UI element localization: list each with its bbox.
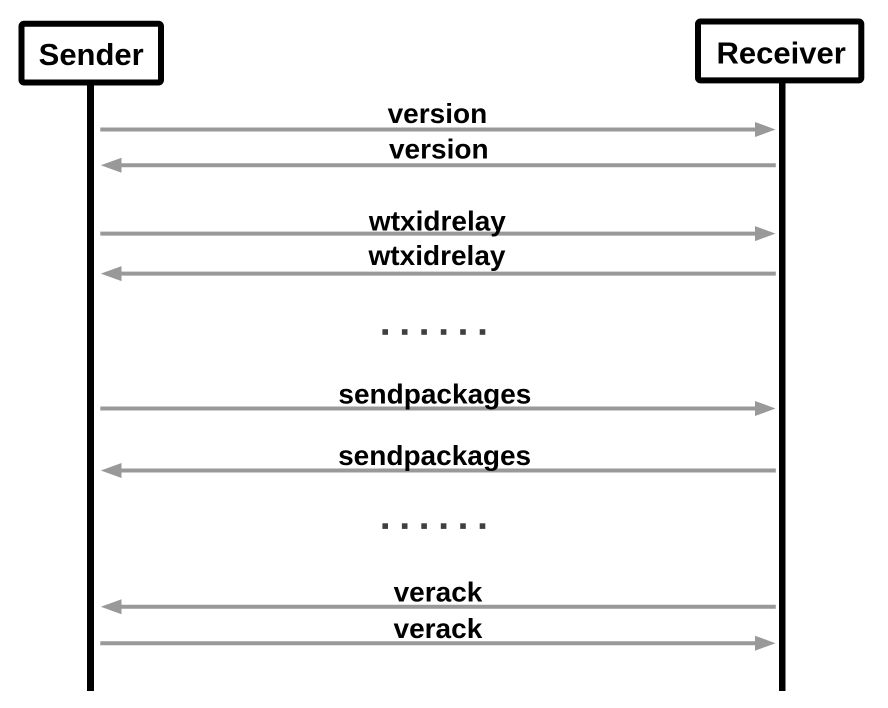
svg-text:version: version (388, 98, 488, 129)
svg-text:verack: verack (394, 577, 483, 608)
svg-text:version: version (389, 134, 489, 165)
svg-text:Sender: Sender (39, 37, 144, 72)
svg-text:wtxidrelay: wtxidrelay (368, 240, 506, 271)
svg-text:wtxidrelay: wtxidrelay (368, 206, 506, 237)
svg-text:sendpackages: sendpackages (338, 379, 531, 410)
svg-text:verack: verack (394, 613, 483, 644)
svg-text:sendpackages: sendpackages (338, 440, 531, 471)
svg-text:Receiver: Receiver (717, 36, 846, 71)
